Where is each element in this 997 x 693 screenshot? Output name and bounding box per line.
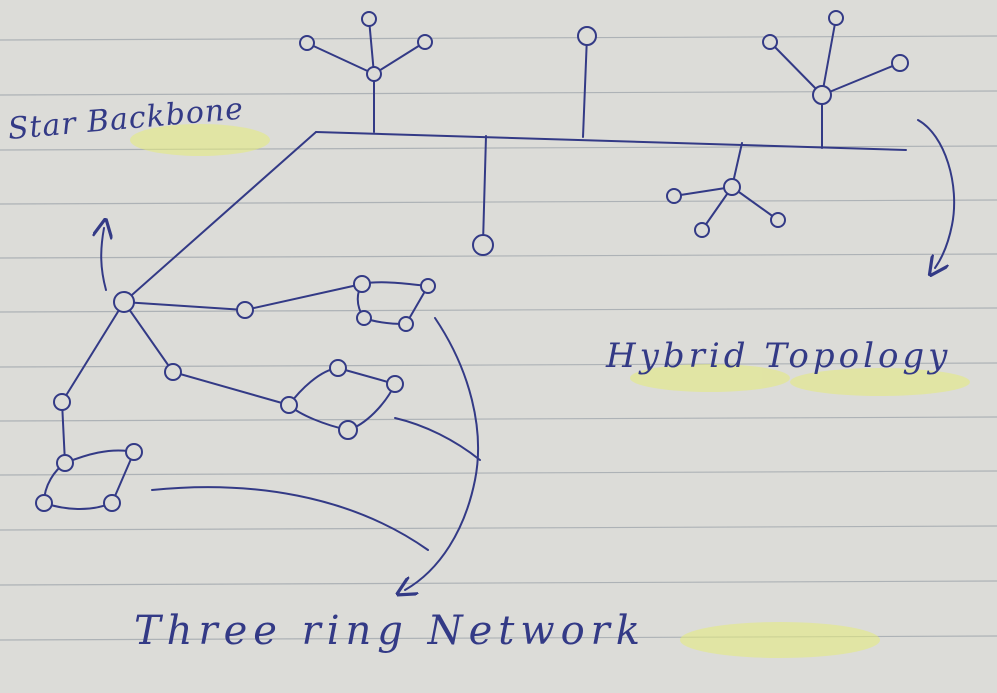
arrow-from-ring-2 [394,417,481,461]
bus-drop-node-1 [582,35,588,138]
three-ring-network-label: Three ring Network [134,608,647,654]
backbone-bus-line [315,131,907,151]
ring-1 [123,281,429,325]
star-cluster-2 [769,17,901,149]
arrow-from-ring-3 [151,486,429,551]
arrow-from-ring-1 [405,317,480,590]
ring-3 [43,301,135,511]
backbone-diagonal-link [123,131,317,303]
star-cluster-1 [306,18,426,133]
label-highlights [130,124,970,658]
ring-2 [123,301,396,431]
network-nodes [35,10,909,512]
arrow-to-hybrid-label [917,119,956,268]
bus-drop-node-2 [482,135,487,244]
arrow-to-backbone [101,228,106,291]
hybrid-topology-label: Hybrid Topology [606,336,952,376]
